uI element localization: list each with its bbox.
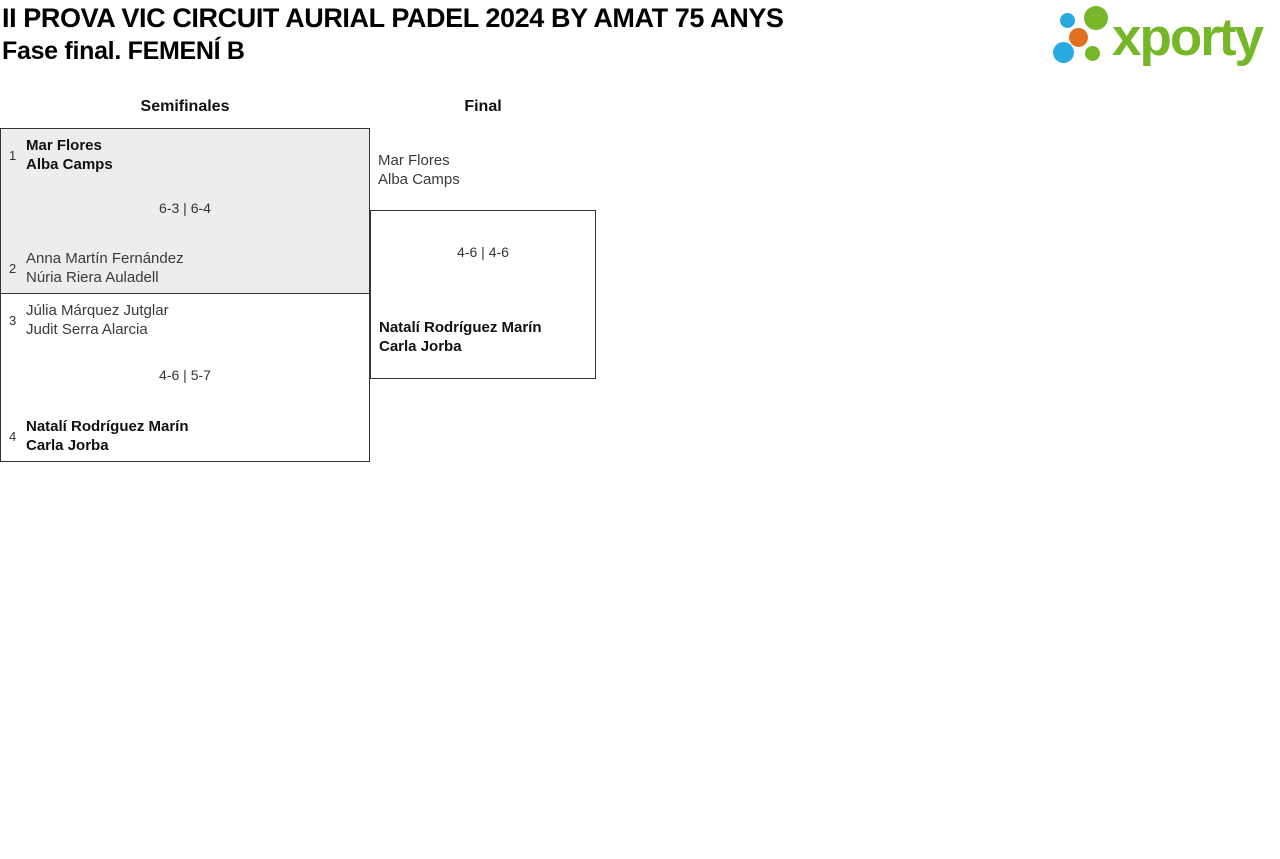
player-name: Núria Riera Auladell	[26, 269, 159, 286]
player-name: Júlia Márquez Jutglar	[26, 302, 169, 319]
player-name: Natalí Rodríguez Marín	[26, 418, 189, 435]
logo-dot-icon	[1069, 28, 1088, 47]
team-names: Mar Flores Alba Camps	[26, 136, 113, 174]
logo-dot-icon	[1085, 46, 1100, 61]
team-names: Anna Martín Fernández Núria Riera Aulade…	[26, 249, 184, 287]
logo-dot-icon	[1060, 13, 1075, 28]
player-name: Natalí Rodríguez Marín	[379, 319, 542, 336]
player-name: Alba Camps	[378, 171, 460, 188]
team-row: 1 Mar Flores Alba Camps	[1, 136, 369, 174]
logo-dot-icon	[1053, 42, 1074, 63]
player-name: Anna Martín Fernández	[26, 250, 184, 267]
seed-number: 1	[9, 147, 17, 163]
page-title: II PROVA VIC CIRCUIT AURIAL PADEL 2024 B…	[2, 3, 784, 33]
match-semifinal-2: 3 Júlia Márquez Jutglar Judit Serra Alar…	[0, 293, 370, 462]
player-name: Mar Flores	[378, 152, 450, 169]
seed-number: 4	[9, 428, 17, 444]
match-score: 4-6 | 4-6	[457, 244, 509, 260]
final-team-top: Mar Flores Alba Camps	[378, 151, 460, 189]
match-score: 4-6 | 5-7	[159, 366, 211, 383]
player-name: Judit Serra Alarcia	[26, 321, 148, 338]
match-final: 4-6 | 4-6 Natalí Rodríguez Marín Carla J…	[370, 210, 596, 379]
match-score: 6-3 | 6-4	[159, 200, 211, 216]
player-name: Carla Jorba	[26, 437, 109, 454]
seed-number: 2	[9, 260, 17, 276]
team-names: Júlia Márquez Jutglar Judit Serra Alarci…	[26, 301, 169, 339]
round-header-semifinals: Semifinales	[140, 98, 230, 115]
player-name: Mar Flores	[26, 137, 102, 154]
team-names: Natalí Rodríguez Marín Carla Jorba	[26, 417, 189, 455]
team-row: 3 Júlia Márquez Jutglar Judit Serra Alar…	[1, 301, 369, 339]
player-name: Alba Camps	[26, 156, 113, 173]
match-semifinal-1: 1 Mar Flores Alba Camps 6-3 | 6-4 2 Anna…	[0, 128, 370, 294]
round-header-final: Final	[464, 98, 502, 115]
page-subtitle: Fase final. FEMENÍ B	[2, 37, 245, 65]
xporty-logo[interactable]: xporty	[1048, 0, 1276, 75]
team-row: 2 Anna Martín Fernández Núria Riera Aula…	[1, 249, 369, 287]
player-name: Carla Jorba	[379, 338, 462, 355]
xporty-wordmark: xporty	[1112, 8, 1264, 67]
logo-dot-icon	[1084, 6, 1108, 30]
final-team-bottom: Natalí Rodríguez Marín Carla Jorba	[379, 318, 542, 356]
team-row: 4 Natalí Rodríguez Marín Carla Jorba	[1, 417, 369, 455]
seed-number: 3	[9, 312, 17, 328]
